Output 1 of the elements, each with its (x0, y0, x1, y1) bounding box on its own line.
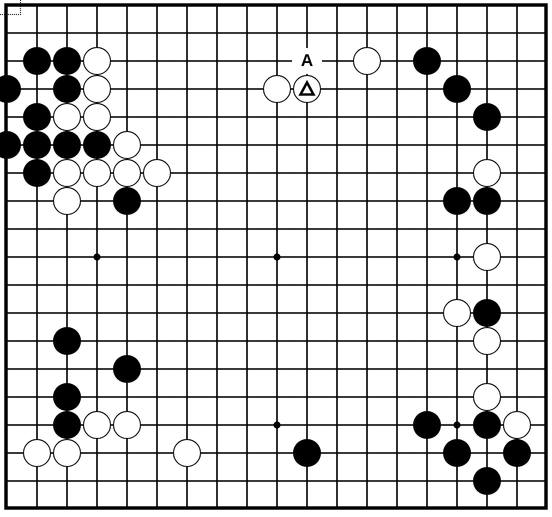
point-label: A (292, 48, 322, 74)
